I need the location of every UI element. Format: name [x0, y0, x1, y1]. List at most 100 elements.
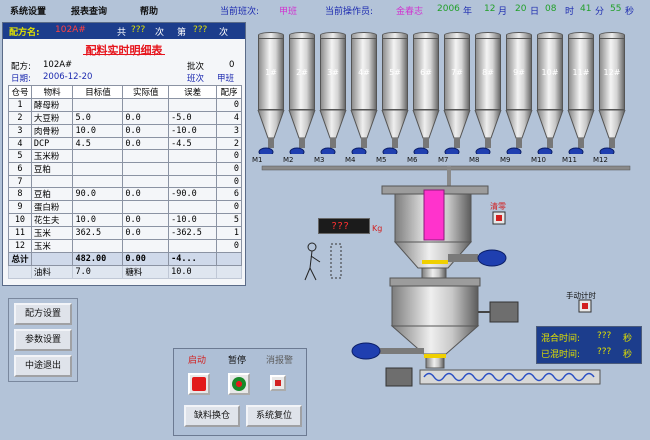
- clear-button[interactable]: [493, 212, 505, 224]
- menu-help[interactable]: 帮助: [140, 7, 159, 17]
- silo-label: 6#: [420, 68, 432, 77]
- pause-button[interactable]: [228, 373, 250, 395]
- upper-gate-actuator: [477, 249, 507, 267]
- total-suffix: 次: [155, 28, 165, 38]
- silo-1[interactable]: [258, 38, 284, 110]
- silo-3[interactable]: [320, 38, 346, 110]
- mixer-flange: [389, 277, 481, 287]
- silo-8[interactable]: [475, 38, 501, 110]
- table-cell: 7.0: [72, 265, 124, 279]
- motor-label: M1: [252, 156, 263, 164]
- collector-pipe: [261, 165, 631, 171]
- silo-cone: [567, 110, 595, 154]
- month-unit: 月: [498, 7, 508, 17]
- recipe-shift-value: 甲班: [217, 74, 235, 84]
- system-reset-button[interactable]: 系统复位: [246, 405, 302, 427]
- manual-timer-label: 手动计时: [566, 291, 596, 300]
- shortage-switch-button[interactable]: 缺料换仓: [184, 405, 240, 427]
- current-count-value: ???: [193, 25, 208, 35]
- recipe-shift-label: 班次: [187, 74, 205, 84]
- silo-label: 1#: [265, 68, 277, 77]
- elapsed-time-unit: 秒: [623, 350, 633, 360]
- table-cell: [216, 265, 242, 279]
- silo-cone: [474, 110, 502, 154]
- year-unit: 年: [463, 7, 473, 17]
- lower-gate-shaft: [380, 348, 424, 354]
- silo-cap: [351, 32, 377, 38]
- minute-unit: 分: [595, 7, 605, 17]
- silo-4[interactable]: [351, 38, 377, 110]
- motor-label: M12: [593, 156, 608, 164]
- silo-2[interactable]: [289, 38, 315, 110]
- time-second: 55: [610, 4, 622, 14]
- recipe-settings-button[interactable]: 配方设置: [14, 303, 72, 325]
- silo-cap: [568, 32, 594, 38]
- col-target: 目标值: [72, 85, 124, 99]
- scale-display: ???: [318, 218, 370, 234]
- manual-timer-button[interactable]: [579, 300, 591, 312]
- motor-label: M2: [283, 156, 294, 164]
- recipe-name-label: 配方名:: [9, 28, 40, 38]
- screw-conveyor: [419, 369, 601, 385]
- motor-label: M6: [407, 156, 418, 164]
- col-error: 误差: [168, 85, 217, 99]
- date-year: 2006: [437, 4, 460, 14]
- lower-gate-band: [424, 354, 446, 358]
- silo-cone: [350, 110, 378, 154]
- silo-cap: [599, 32, 625, 38]
- second-unit: 秒: [625, 7, 635, 17]
- silo-11[interactable]: [568, 38, 594, 110]
- silo-label: 10#: [541, 68, 559, 77]
- col-bin: 仓号: [8, 85, 32, 99]
- start-button[interactable]: [188, 373, 210, 395]
- silo-label: 3#: [327, 68, 339, 77]
- silo-label: 5#: [389, 68, 401, 77]
- silo-9[interactable]: [506, 38, 532, 110]
- menu-system-settings[interactable]: 系统设置: [10, 7, 47, 17]
- silo-label: 7#: [451, 68, 463, 77]
- motor-label: M10: [531, 156, 546, 164]
- lower-gate-actuator: [351, 342, 381, 360]
- silo-6[interactable]: [413, 38, 439, 110]
- silo-cap: [475, 32, 501, 38]
- silo-5[interactable]: [382, 38, 408, 110]
- elapsed-time-label: 已混时间:: [541, 350, 581, 360]
- hour-unit: 时: [565, 7, 575, 17]
- recipe-name-value: 102A#: [55, 25, 86, 35]
- abort-exit-button[interactable]: 中途退出: [14, 355, 72, 377]
- menu-report-query[interactable]: 报表查询: [71, 7, 108, 17]
- silo-cap: [413, 32, 439, 38]
- silo-7[interactable]: [444, 38, 470, 110]
- shift-value: 甲班: [279, 7, 298, 17]
- current-prefix: 第: [177, 28, 187, 38]
- silo-cone: [536, 110, 564, 154]
- silo-10[interactable]: [537, 38, 563, 110]
- upper-gate-shaft: [448, 254, 478, 262]
- alarm-reset-button[interactable]: [270, 375, 286, 391]
- detail-table-title: 配料实时明细表: [85, 44, 163, 57]
- operator-figure: [307, 242, 317, 252]
- table-cell: 4: [8, 137, 32, 150]
- silo-cap: [506, 32, 532, 38]
- time-hour: 08: [545, 4, 557, 14]
- table-cell: 10.0: [168, 265, 217, 279]
- silo-12[interactable]: [599, 38, 625, 110]
- silo-label: 2#: [296, 68, 308, 77]
- col-order: 配序: [216, 85, 242, 99]
- silo-cap: [537, 32, 563, 38]
- scale-stand: [330, 243, 342, 279]
- recipe-panel: 配方名: 102A# 共 ??? 次 第 ??? 次 配料实时明细表 配方: 1…: [2, 22, 246, 286]
- shift-label: 当前班次:: [220, 7, 260, 17]
- date-day: 20: [515, 4, 527, 14]
- parameter-settings-button[interactable]: 参数设置: [14, 329, 72, 351]
- table-cell: 0.00: [122, 252, 170, 266]
- table-cell: 5: [8, 149, 32, 163]
